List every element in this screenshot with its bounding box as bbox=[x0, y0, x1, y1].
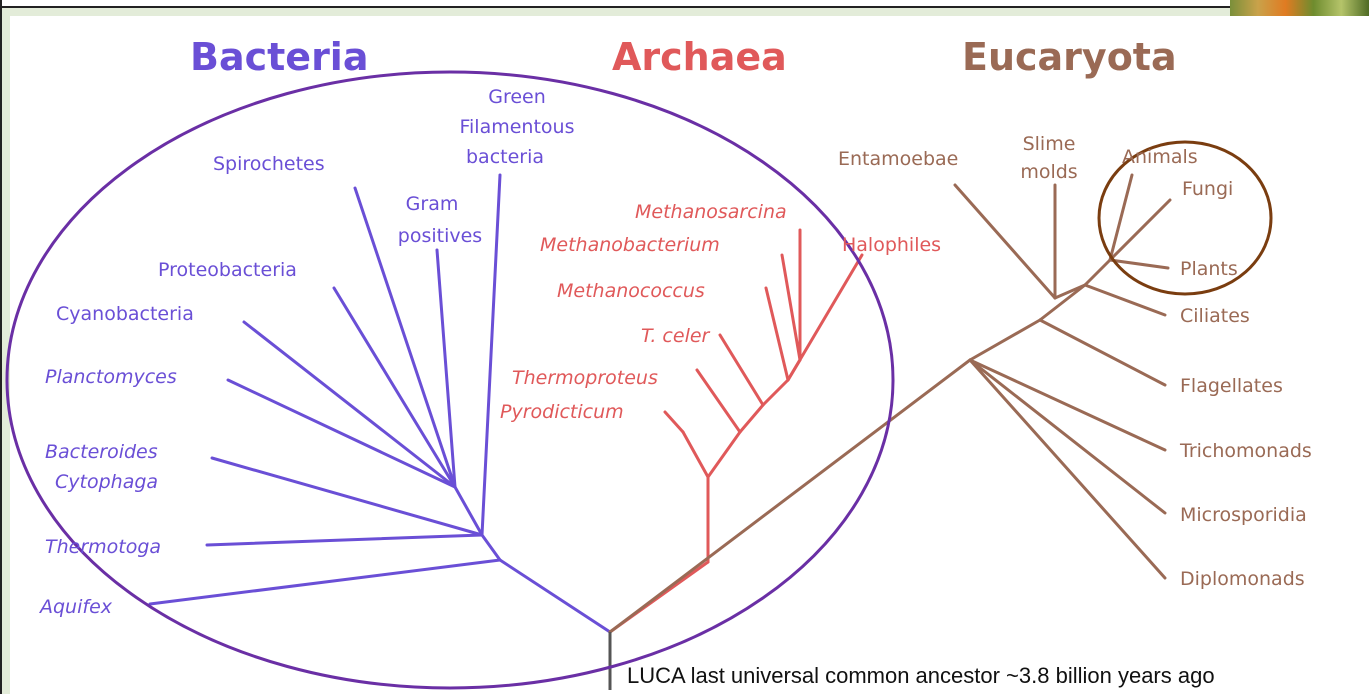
archaea-header: Archaea bbox=[612, 35, 787, 79]
luca-caption: LUCA last universal common ancestor ~3.8… bbox=[627, 663, 1215, 688]
label-microsporidia: Microsporidia bbox=[1180, 504, 1307, 526]
label-thermotoga: Thermotoga bbox=[45, 536, 161, 558]
archaea-labels: Methanosarcina Methanobacterium Halophil… bbox=[500, 201, 941, 423]
label-methanosarcina: Methanosarcina bbox=[635, 201, 787, 223]
label-cyanobacteria: Cyanobacteria bbox=[56, 303, 194, 325]
label-slime-molds-2: molds bbox=[1020, 161, 1077, 183]
label-slime-molds-1: Slime bbox=[1023, 133, 1076, 155]
label-animals: Animals bbox=[1122, 146, 1198, 168]
branch-pyrodicticum bbox=[683, 432, 708, 477]
label-gram-positives-1: Gram bbox=[406, 193, 459, 215]
archaea-inner-3 bbox=[763, 380, 788, 405]
label-methanococcus: Methanococcus bbox=[557, 280, 705, 302]
label-aquifex: Aquifex bbox=[38, 596, 113, 618]
branch-aquifex bbox=[150, 560, 500, 604]
eucaryota-header: Eucaryota bbox=[962, 35, 1177, 79]
label-pyrodicticum: Pyrodicticum bbox=[500, 401, 624, 423]
label-bacteroides: Bacteroides bbox=[45, 441, 158, 463]
label-flagellates: Flagellates bbox=[1180, 375, 1283, 397]
label-halophiles: Halophiles bbox=[842, 234, 941, 256]
branch-diplomonads bbox=[970, 360, 1165, 578]
eucaryota-trunk bbox=[610, 360, 970, 632]
eucaryota-inner-3 bbox=[1085, 260, 1110, 285]
label-diplomonads: Diplomonads bbox=[1180, 568, 1305, 590]
label-entamoebae: Entamoebae bbox=[838, 148, 958, 170]
label-fungi: Fungi bbox=[1182, 178, 1233, 200]
branch-green-filamentous bbox=[482, 175, 500, 535]
branch-pyrodicticum-tip bbox=[665, 412, 683, 432]
branch-bacteroides bbox=[212, 458, 482, 535]
label-methanobacterium: Methanobacterium bbox=[540, 234, 720, 256]
branch-thermoproteus bbox=[697, 370, 740, 432]
branch-methanococcus bbox=[766, 288, 788, 380]
label-t-celer: T. celer bbox=[641, 325, 711, 347]
eucaryota-inner-1 bbox=[970, 320, 1040, 360]
branch-entamoebae bbox=[955, 185, 1055, 298]
label-green-filamentous-2: Filamentous bbox=[459, 116, 574, 138]
branch-thermotoga-stem bbox=[482, 535, 500, 560]
label-cytophaga: Cytophaga bbox=[55, 471, 158, 493]
branch-flagellates bbox=[1040, 320, 1165, 385]
label-gram-positives-2: positives bbox=[398, 225, 482, 247]
bacteria-labels: Green Filamentous bacteria Spirochetes G… bbox=[38, 86, 575, 618]
branch-gram-positives bbox=[437, 250, 455, 487]
branch-methanobacterium bbox=[782, 255, 800, 360]
branch-thermotoga bbox=[207, 535, 482, 545]
label-planctomyces: Planctomyces bbox=[45, 366, 177, 388]
bacteria-header: Bacteria bbox=[190, 35, 368, 79]
label-plants: Plants bbox=[1180, 258, 1238, 280]
label-green-filamentous-1: Green bbox=[488, 86, 546, 108]
label-spirochetes: Spirochetes bbox=[213, 153, 325, 175]
eucaryota-labels: Entamoebae Slime molds Animals Fungi Pla… bbox=[838, 133, 1312, 590]
label-green-filamentous-3: bacteria bbox=[466, 146, 544, 168]
label-proteobacteria: Proteobacteria bbox=[158, 259, 297, 281]
label-ciliates: Ciliates bbox=[1180, 305, 1250, 327]
archaea-inner-2 bbox=[740, 405, 763, 432]
archaea-inner-1 bbox=[708, 432, 740, 477]
bacteria-trunk bbox=[500, 560, 610, 632]
label-trichomonads: Trichomonads bbox=[1179, 440, 1312, 462]
branch-cyanobacteria bbox=[244, 322, 455, 487]
label-thermoproteus: Thermoproteus bbox=[512, 367, 658, 389]
branch-t-celer bbox=[720, 335, 763, 405]
